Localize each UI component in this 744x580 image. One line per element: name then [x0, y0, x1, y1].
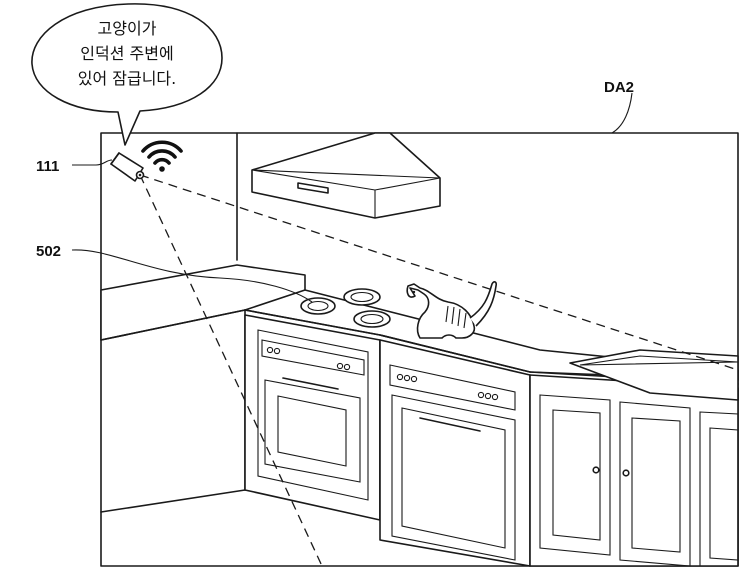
oven-cabinet	[244, 314, 381, 521]
sink-cabinet	[529, 349, 739, 567]
speech-bubble: 고양이가 인덕션 주변에 있어 잠급니다.	[31, 3, 223, 146]
figure-frame	[100, 132, 739, 567]
bubble-line-2: 인덕션 주변에	[80, 44, 173, 63]
cat-illustration	[406, 281, 497, 339]
label-502: 502	[36, 243, 61, 260]
leader-line-111	[72, 159, 113, 166]
leader-line-502	[71, 249, 313, 303]
label-da2: DA2	[604, 79, 634, 96]
security-camera-icon	[110, 152, 145, 182]
camera-sightline-down	[139, 174, 323, 567]
wifi-icon	[141, 140, 183, 172]
dishwasher-cabinet	[379, 339, 531, 567]
range-hood	[251, 132, 441, 219]
label-111: 111	[36, 158, 59, 175]
induction-cooktop	[300, 288, 391, 328]
leader-line-da2	[611, 92, 633, 134]
bubble-line-3: 있어 잠급니다.	[78, 69, 177, 88]
bubble-line-1: 고양이가	[98, 19, 157, 38]
